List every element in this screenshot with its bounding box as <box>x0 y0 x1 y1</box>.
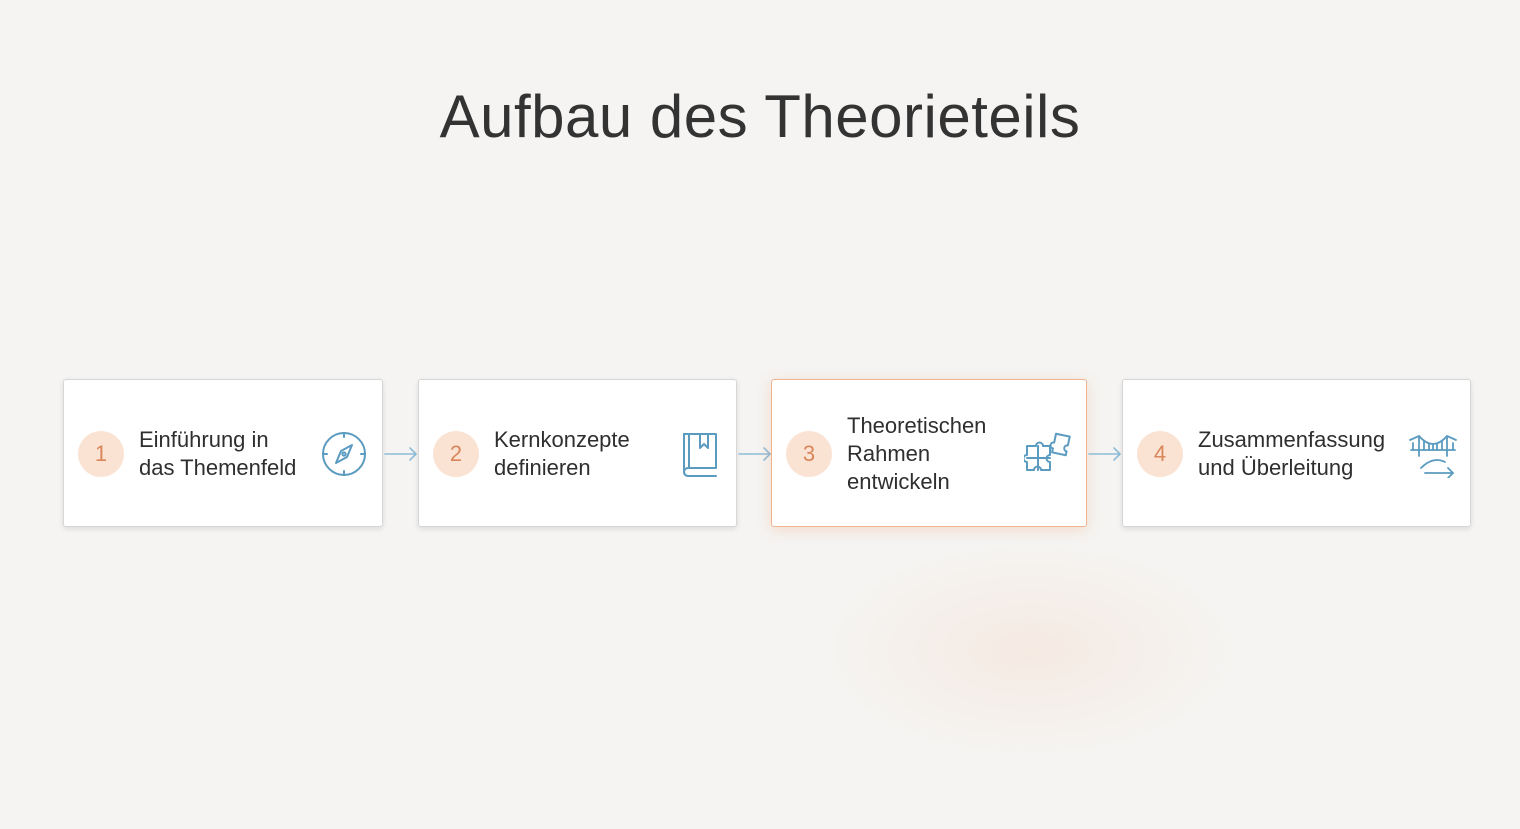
flow-arrow <box>383 445 419 463</box>
step-label: Theoretischen Rahmen entwickeln <box>847 413 987 494</box>
step-label: Kernkonzepte definieren <box>494 427 630 480</box>
bridge-icon <box>1409 430 1457 478</box>
step-number-badge: 4 <box>1137 431 1183 477</box>
step-label: Zusammenfassung und Überleitung <box>1198 427 1386 480</box>
page-title: Aufbau des Theorieteils <box>439 83 1081 150</box>
step-card-1[interactable]: 1 Einführung in das Themenfeld <box>63 379 383 527</box>
background-glow <box>820 540 1240 760</box>
flow-arrow <box>1087 445 1123 463</box>
book-icon <box>675 430 723 478</box>
step-number-badge: 2 <box>433 431 479 477</box>
step-number-badge: 1 <box>78 431 124 477</box>
step-card-2[interactable]: 2 Kernkonzepte definieren <box>418 379 737 527</box>
compass-icon <box>320 430 368 478</box>
flow-arrow <box>737 445 773 463</box>
step-label: Einführung in das Themenfeld <box>139 427 297 480</box>
step-number-badge: 3 <box>786 431 832 477</box>
puzzle-icon <box>1024 430 1072 478</box>
step-card-3[interactable]: 3 Theoretischen Rahmen entwickeln <box>771 379 1087 527</box>
step-card-4[interactable]: 4 Zusammenfassung und Überleitung <box>1122 379 1471 527</box>
